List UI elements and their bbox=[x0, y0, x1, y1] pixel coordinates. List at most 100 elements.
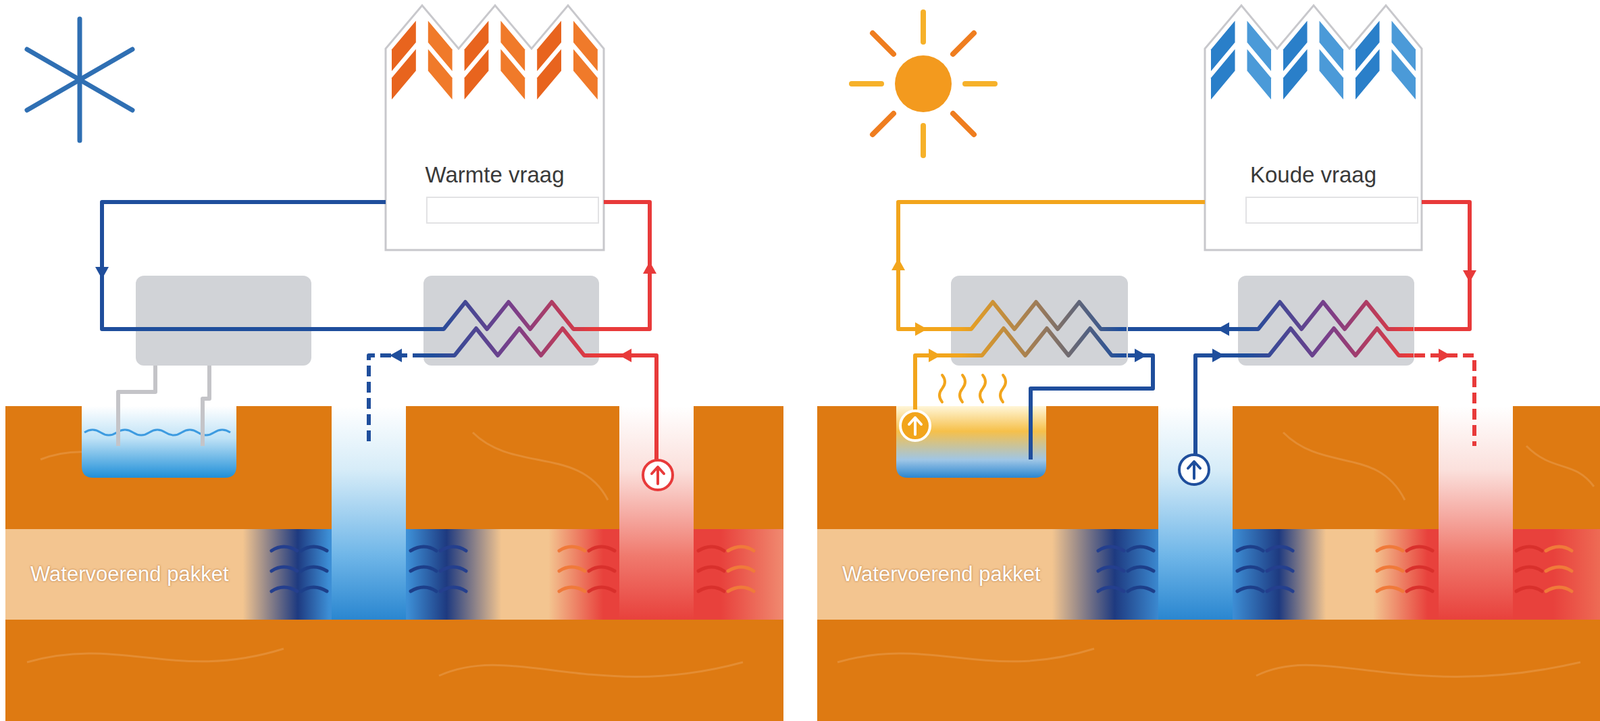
flow-stroke bbox=[559, 586, 585, 591]
flow-stroke bbox=[1127, 586, 1154, 591]
coil bbox=[950, 328, 1127, 356]
heat-exchanger bbox=[423, 275, 600, 366]
flow-stroke bbox=[1516, 586, 1542, 591]
aquifer-layer: Watervoerend pakket bbox=[817, 528, 1600, 620]
flow-stroke bbox=[1237, 546, 1263, 551]
arrowhead bbox=[1462, 270, 1477, 283]
arrowhead bbox=[1217, 322, 1230, 336]
flow-stroke bbox=[1516, 566, 1542, 571]
demand-label: Koude vraag bbox=[1250, 162, 1377, 188]
flow-stroke bbox=[698, 566, 725, 571]
window bbox=[573, 49, 598, 100]
flow-stroke bbox=[1406, 546, 1433, 551]
window bbox=[464, 49, 489, 100]
flow-stroke bbox=[1545, 546, 1572, 551]
roof-windows bbox=[391, 20, 1416, 100]
arrowhead bbox=[891, 257, 906, 271]
pump-circle bbox=[1179, 454, 1209, 485]
flow-stroke bbox=[301, 566, 327, 571]
arrowhead bbox=[619, 348, 632, 363]
coil bbox=[423, 301, 600, 329]
arrowhead bbox=[915, 322, 928, 336]
heat-exchanger bbox=[135, 275, 312, 366]
exchanger-coils bbox=[423, 301, 1414, 356]
flow-stroke bbox=[1098, 566, 1124, 571]
aquifer-layer: Watervoerend pakket bbox=[5, 528, 784, 620]
flow-stroke bbox=[728, 566, 754, 571]
pump-arrow bbox=[1188, 461, 1201, 479]
flow-stroke bbox=[1406, 586, 1433, 591]
demand-label: Warmte vraag bbox=[425, 162, 565, 188]
coil bbox=[1237, 301, 1414, 329]
window bbox=[1247, 49, 1272, 100]
arrowhead bbox=[1212, 348, 1225, 363]
pond bbox=[81, 405, 237, 478]
arrowhead bbox=[95, 266, 109, 279]
window bbox=[1283, 49, 1308, 100]
flow-stroke bbox=[301, 546, 327, 551]
flow-stroke bbox=[271, 586, 298, 591]
flow-stroke bbox=[301, 586, 327, 591]
pump-circle bbox=[900, 410, 931, 441]
label-plate bbox=[1246, 197, 1418, 223]
flow-stroke bbox=[728, 546, 754, 551]
flow-arrows bbox=[95, 257, 1477, 363]
flow-stroke bbox=[410, 566, 437, 571]
flow-stroke bbox=[440, 586, 467, 591]
flow-stroke bbox=[440, 566, 467, 571]
flow-stroke bbox=[271, 546, 298, 551]
flow-stroke bbox=[271, 566, 298, 571]
flow-stroke bbox=[1377, 586, 1403, 591]
window bbox=[500, 49, 525, 100]
coil bbox=[1237, 328, 1414, 356]
layer-label: Watervoerend pakket bbox=[842, 561, 1041, 587]
arrowhead bbox=[389, 348, 402, 363]
pump-arrow bbox=[651, 466, 664, 484]
window bbox=[1319, 49, 1345, 100]
building-label: Warmte vraag bbox=[385, 5, 604, 250]
warm-well bbox=[1438, 405, 1513, 620]
pump-arrow bbox=[909, 417, 922, 435]
flow-stroke bbox=[1516, 546, 1542, 551]
flow-stroke bbox=[1406, 566, 1433, 571]
heat-exchanger bbox=[1237, 275, 1415, 366]
flow-stroke bbox=[410, 586, 437, 591]
arrowhead bbox=[642, 261, 657, 274]
building-outline bbox=[1204, 5, 1422, 250]
flow-stroke bbox=[1545, 586, 1572, 591]
label-plate bbox=[426, 197, 599, 223]
water-surface bbox=[84, 429, 231, 435]
window bbox=[1355, 49, 1380, 100]
window bbox=[428, 49, 453, 100]
window bbox=[536, 49, 562, 100]
flow-stroke bbox=[1267, 586, 1293, 591]
flow-stroke bbox=[1127, 566, 1154, 571]
flow-stroke bbox=[1267, 566, 1293, 571]
flow-stroke bbox=[1377, 546, 1403, 551]
flow-stroke bbox=[440, 546, 467, 551]
flow-stroke bbox=[588, 546, 615, 551]
arrowhead bbox=[928, 348, 941, 363]
flow-stroke bbox=[728, 586, 754, 591]
window bbox=[391, 49, 417, 100]
coil bbox=[423, 328, 600, 356]
flow-stroke bbox=[1267, 546, 1293, 551]
flow-stroke bbox=[410, 546, 437, 551]
building-label: Koude vraag bbox=[1204, 5, 1422, 250]
arrowhead bbox=[1438, 348, 1451, 363]
pond bbox=[896, 405, 1047, 478]
flow-stroke bbox=[698, 546, 725, 551]
flow-stroke bbox=[1098, 546, 1124, 551]
heat-wisps bbox=[939, 374, 1006, 402]
flow-stroke bbox=[1545, 566, 1572, 571]
flow-stroke bbox=[1237, 586, 1263, 591]
flow-stroke bbox=[1127, 546, 1154, 551]
pump-circle bbox=[642, 459, 673, 490]
pipes bbox=[101, 201, 1475, 460]
flow-stroke bbox=[588, 586, 615, 591]
layer-label: Watervoerend pakket bbox=[30, 561, 229, 587]
heat-exchanger bbox=[950, 275, 1128, 366]
coil bbox=[950, 301, 1127, 329]
flow-stroke bbox=[588, 566, 615, 571]
